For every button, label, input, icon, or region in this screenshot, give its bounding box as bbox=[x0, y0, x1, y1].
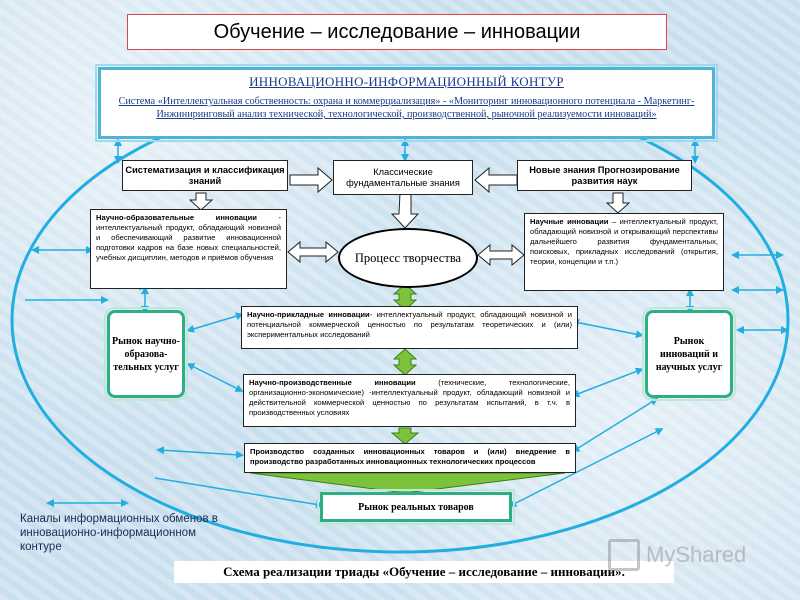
production-innovations-box: Научно-производственные инновации (техни… bbox=[243, 374, 576, 427]
new-knowledge-box: Новые знания Прогнозирование развития на… bbox=[517, 160, 692, 191]
hollow-arrow-right bbox=[474, 166, 518, 194]
sci-innovations-box: Научные инновации – интеллектуальный про… bbox=[524, 213, 724, 291]
green-arrow-chain bbox=[249, 283, 566, 494]
watermark-label: MyShared bbox=[646, 542, 747, 567]
applied-head: Научно-прикладные инновации bbox=[247, 310, 370, 319]
edu-innovations-text: - интеллектуальный продукт, обладающий н… bbox=[96, 213, 281, 262]
classical-knowledge-label: Классические фундаментальные знания bbox=[346, 166, 460, 188]
contour-box: ИННОВАЦИОННО-ИНФОРМАЦИОННЫЙ КОНТУР Систе… bbox=[95, 64, 718, 142]
sci-innovations-text: – интеллектуальный продукт, обладающий н… bbox=[530, 217, 718, 266]
production-box: Производство созданных инновационных тов… bbox=[244, 443, 576, 473]
creativity-label: Процесс творчества bbox=[354, 250, 462, 265]
applied-innovations-box: Научно-прикладные инновации- интеллектуа… bbox=[241, 306, 578, 349]
market-real-label: Рынок реальных товаров bbox=[358, 501, 474, 513]
sci-innovations-head: Научные инновации bbox=[530, 217, 609, 226]
applied-text: - интеллектуальный продукт, обладающий н… bbox=[247, 310, 572, 339]
double-arrow-right bbox=[477, 243, 525, 267]
contour-heading: ИННОВАЦИОННО-ИНФОРМАЦИОННЫЙ КОНТУР bbox=[249, 74, 564, 89]
market-real-box: Рынок реальных товаров bbox=[317, 489, 515, 525]
bottom-caption: Схема реализации триады «Обучение – иссл… bbox=[174, 561, 674, 583]
systematization-box: Систематизация и классификация знаний bbox=[122, 160, 288, 191]
edu-innovations-box: Научно-образовательные инновации - интел… bbox=[90, 209, 287, 289]
creativity-ellipse: Процесс творчества bbox=[338, 228, 478, 288]
hollow-arrow-down bbox=[390, 192, 420, 229]
production-label: Производство созданных инновационных тов… bbox=[250, 447, 570, 466]
classical-knowledge-box: Классические фундаментальные знания bbox=[333, 160, 473, 195]
page-title: Обучение – исследование – инновации bbox=[127, 14, 667, 50]
systematization-label: Систематизация и классификация знаний bbox=[125, 164, 285, 186]
contour-text: Система «Интеллектуальная собственность:… bbox=[118, 96, 695, 120]
market-left-label: Рынок научно-образова-тельных услуг bbox=[112, 335, 180, 373]
new-knowledge-label: Новые знания Прогнозирование развития на… bbox=[529, 164, 680, 186]
market-right-box: Рынок инноваций и научных услуг bbox=[642, 307, 736, 401]
market-right-label: Рынок инноваций и научных услуг bbox=[655, 335, 723, 373]
watermark-logo-icon bbox=[608, 539, 640, 571]
market-left-box: Рынок научно-образова-тельных услуг bbox=[104, 307, 188, 401]
double-arrow-left bbox=[287, 240, 339, 264]
production-innov-head: Научно-производственные инновации bbox=[249, 378, 416, 387]
hollow-arrow-left bbox=[289, 166, 333, 194]
edu-innovations-head: Научно-образовательные инновации bbox=[96, 213, 257, 222]
production-innov-text: (технические, технологические, организац… bbox=[249, 378, 570, 417]
watermark: MyShared bbox=[608, 538, 768, 572]
legend-caption: Каналы информационных обменов в инноваци… bbox=[20, 513, 218, 553]
